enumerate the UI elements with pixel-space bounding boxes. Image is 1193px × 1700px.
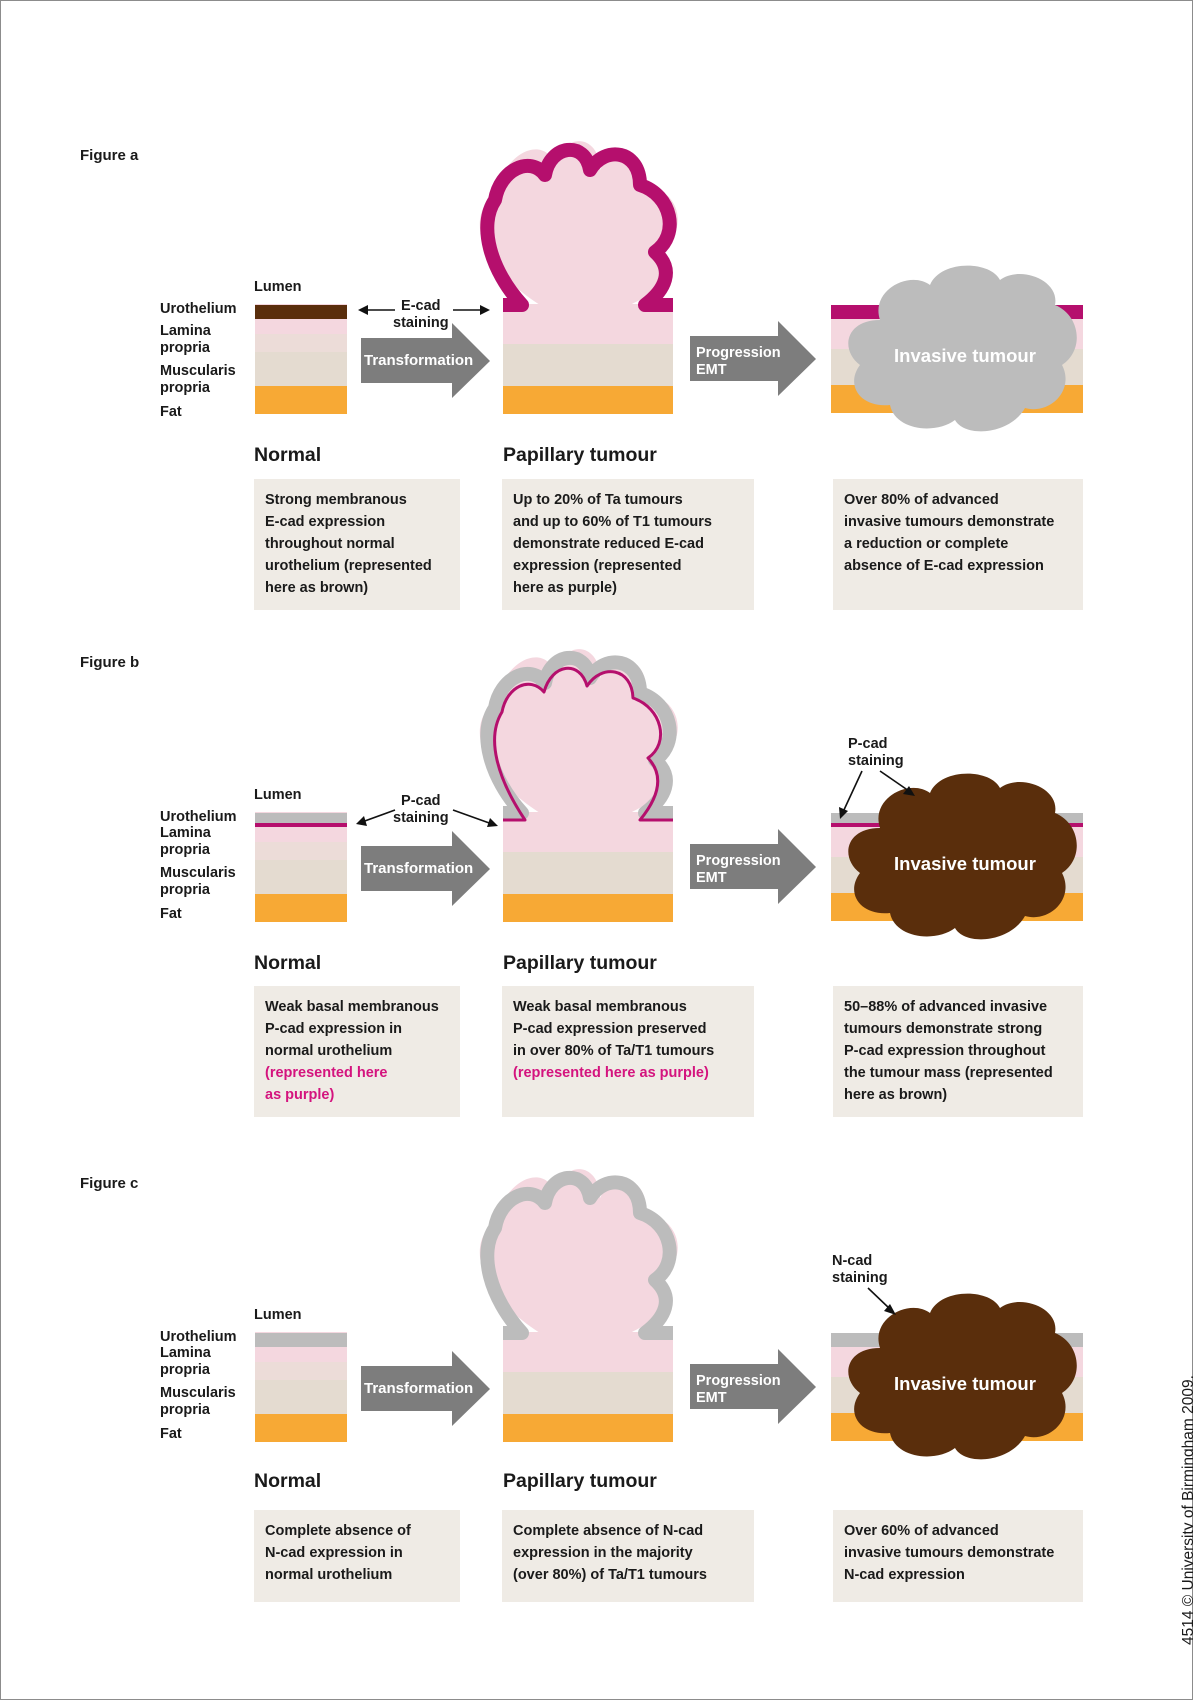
papillary-description-highlight: (represented here as purple) (513, 1065, 709, 1081)
transformation-label: Transformation (364, 860, 474, 877)
papillary-ecad-outline (480, 143, 677, 312)
papillary-title: Papillary tumour (503, 1470, 657, 1492)
muscularis-label: Muscularis propria (160, 363, 236, 396)
lamina-label: Lamina propria (160, 323, 211, 356)
fat-label: Fat (160, 404, 182, 420)
figure-b-label: Figure b (80, 654, 140, 671)
fat-label: Fat (160, 1426, 182, 1442)
normal-description: Weak basal membranous P-cad expression i… (254, 986, 460, 1117)
papillary-pcad-line (493, 666, 673, 822)
invasive-tumour-grey (848, 265, 1077, 432)
transformation-arrow (361, 1351, 490, 1426)
transformation-arrow (361, 831, 490, 906)
normal-description-highlight: (represented here as purple) (265, 1065, 388, 1103)
fat-label: Fat (160, 906, 182, 922)
figure-c-diagram (255, 1169, 1083, 1460)
papillary-title: Papillary tumour (503, 952, 657, 974)
right-staining-label: N-cad staining (832, 1253, 888, 1286)
normal-description: Strong membranous E-cad expression throu… (254, 479, 460, 610)
urothelium-label: Urothelium (160, 1329, 237, 1345)
urothelium-label: Urothelium (160, 301, 237, 317)
figure-a-diagram (255, 141, 1083, 432)
normal-description: Complete absence of N-cad expression in … (254, 1510, 460, 1602)
invasive-tumour-brown (848, 773, 1077, 940)
transformation-label: Transformation (364, 1380, 474, 1397)
papillary-outline (480, 651, 677, 820)
staining-label: E-cad staining (393, 298, 449, 331)
invasive-tumour-label: Invasive tumour (894, 345, 1036, 366)
muscularis-label: Muscularis propria (160, 865, 236, 898)
transformation-label: Transformation (364, 352, 474, 369)
papillary-outline (480, 1171, 677, 1340)
progression-arrow (690, 829, 816, 904)
papillary-description: Complete absence of N-cad expression in … (502, 1510, 754, 1602)
papillary-description-text: Weak basal membranous P-cad expression p… (513, 999, 715, 1059)
invasive-tumour-label: Invasive tumour (894, 1373, 1036, 1394)
figure-c-label: Figure c (80, 1175, 139, 1192)
muscularis-label: Muscularis propria (160, 1385, 236, 1418)
normal-title: Normal (254, 952, 322, 974)
progression-label: Progression EMT (696, 1373, 781, 1406)
papillary-title: Papillary tumour (503, 444, 657, 466)
progression-arrow (690, 1349, 816, 1424)
lumen-label: Lumen (254, 279, 302, 295)
transformation-arrow (361, 323, 490, 398)
invasive-tumour-brown (848, 1293, 1077, 1460)
invasive-description: Over 60% of advanced invasive tumours de… (833, 1510, 1083, 1602)
figure-c-panel: Lumen Urothelium Lamina propria Muscular… (0, 1168, 1193, 1648)
normal-description-text: Weak basal membranous P-cad expression i… (265, 999, 439, 1059)
normal-title: Normal (254, 1470, 322, 1492)
lumen-label: Lumen (254, 1307, 302, 1323)
papillary-description: Weak basal membranous P-cad expression p… (502, 986, 754, 1117)
normal-title: Normal (254, 444, 322, 466)
figure-a-panel: Lumen Urothelium Lamina propria Muscular… (0, 140, 1193, 620)
lamina-label: Lamina propria (160, 1345, 211, 1378)
lumen-label: Lumen (254, 787, 302, 803)
normal-basal-pcad (255, 823, 347, 827)
right-staining-label: P-cad staining (848, 736, 904, 769)
invasive-description: Over 80% of advanced invasive tumours de… (833, 479, 1083, 610)
figure-a-label: Figure a (80, 147, 139, 164)
figure-b-panel: Lumen Urothelium Lamina propria Muscular… (0, 648, 1193, 1128)
urothelium-label: Urothelium (160, 809, 237, 825)
invasive-tumour-label: Invasive tumour (894, 853, 1036, 874)
normal-urothelium-ecad (255, 305, 347, 319)
progression-label: Progression EMT (696, 345, 781, 378)
invasive-description: 50–88% of advanced invasive tumours demo… (833, 986, 1083, 1117)
progression-arrow (690, 321, 816, 396)
figure-b-diagram (255, 649, 1083, 940)
staining-label: P-cad staining (393, 793, 449, 826)
copyright-credit: 4514 © University of Birmingham 2009. (1180, 1375, 1193, 1645)
lamina-label: Lamina propria (160, 825, 211, 858)
progression-label: Progression EMT (696, 853, 781, 886)
normal-urothelium-ncad (255, 1333, 347, 1347)
papillary-description: Up to 20% of Ta tumours and up to 60% of… (502, 479, 754, 610)
